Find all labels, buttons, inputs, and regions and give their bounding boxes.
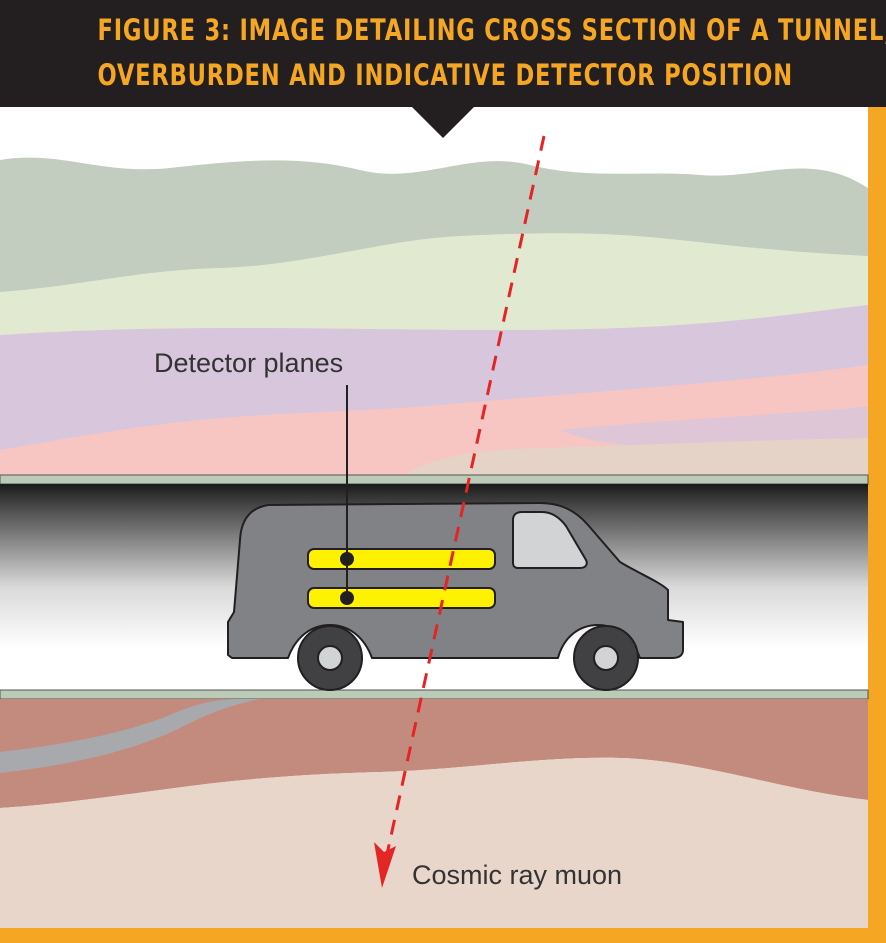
detector-upper-marker (340, 552, 354, 566)
ground-layer-light (0, 757, 868, 928)
muon-arrowhead (374, 842, 396, 888)
detector-lower-marker (340, 591, 354, 605)
figure-title-banner: FIGURE 3: IMAGE DETAILING CROSS SECTION … (0, 0, 886, 107)
title-pointer (410, 105, 476, 138)
overburden-layer-tan (405, 438, 868, 475)
tunnel-floor-wall (0, 689, 869, 700)
overburden-layer-purple-lower (560, 406, 868, 447)
ground-layer-brown (0, 699, 868, 808)
figure-title-line-2: OVERBURDEN AND INDICATIVE DETECTOR POSIT… (97, 58, 793, 92)
van-front-wheel (297, 625, 363, 691)
tunnel-ceiling-wall (0, 474, 869, 485)
ground-layer-grey-seam (0, 699, 260, 773)
detector-plane-upper (307, 548, 496, 570)
van (227, 502, 684, 691)
figure-title-line-1: FIGURE 3: IMAGE DETAILING CROSS SECTION … (97, 13, 886, 47)
cosmic-ray-muon-label: Cosmic ray muon (412, 860, 623, 890)
van-rear-wheel (573, 625, 639, 691)
van-window (512, 511, 588, 569)
detector-planes-label: Detector planes (154, 348, 344, 378)
detector-plane-lower (307, 587, 496, 609)
